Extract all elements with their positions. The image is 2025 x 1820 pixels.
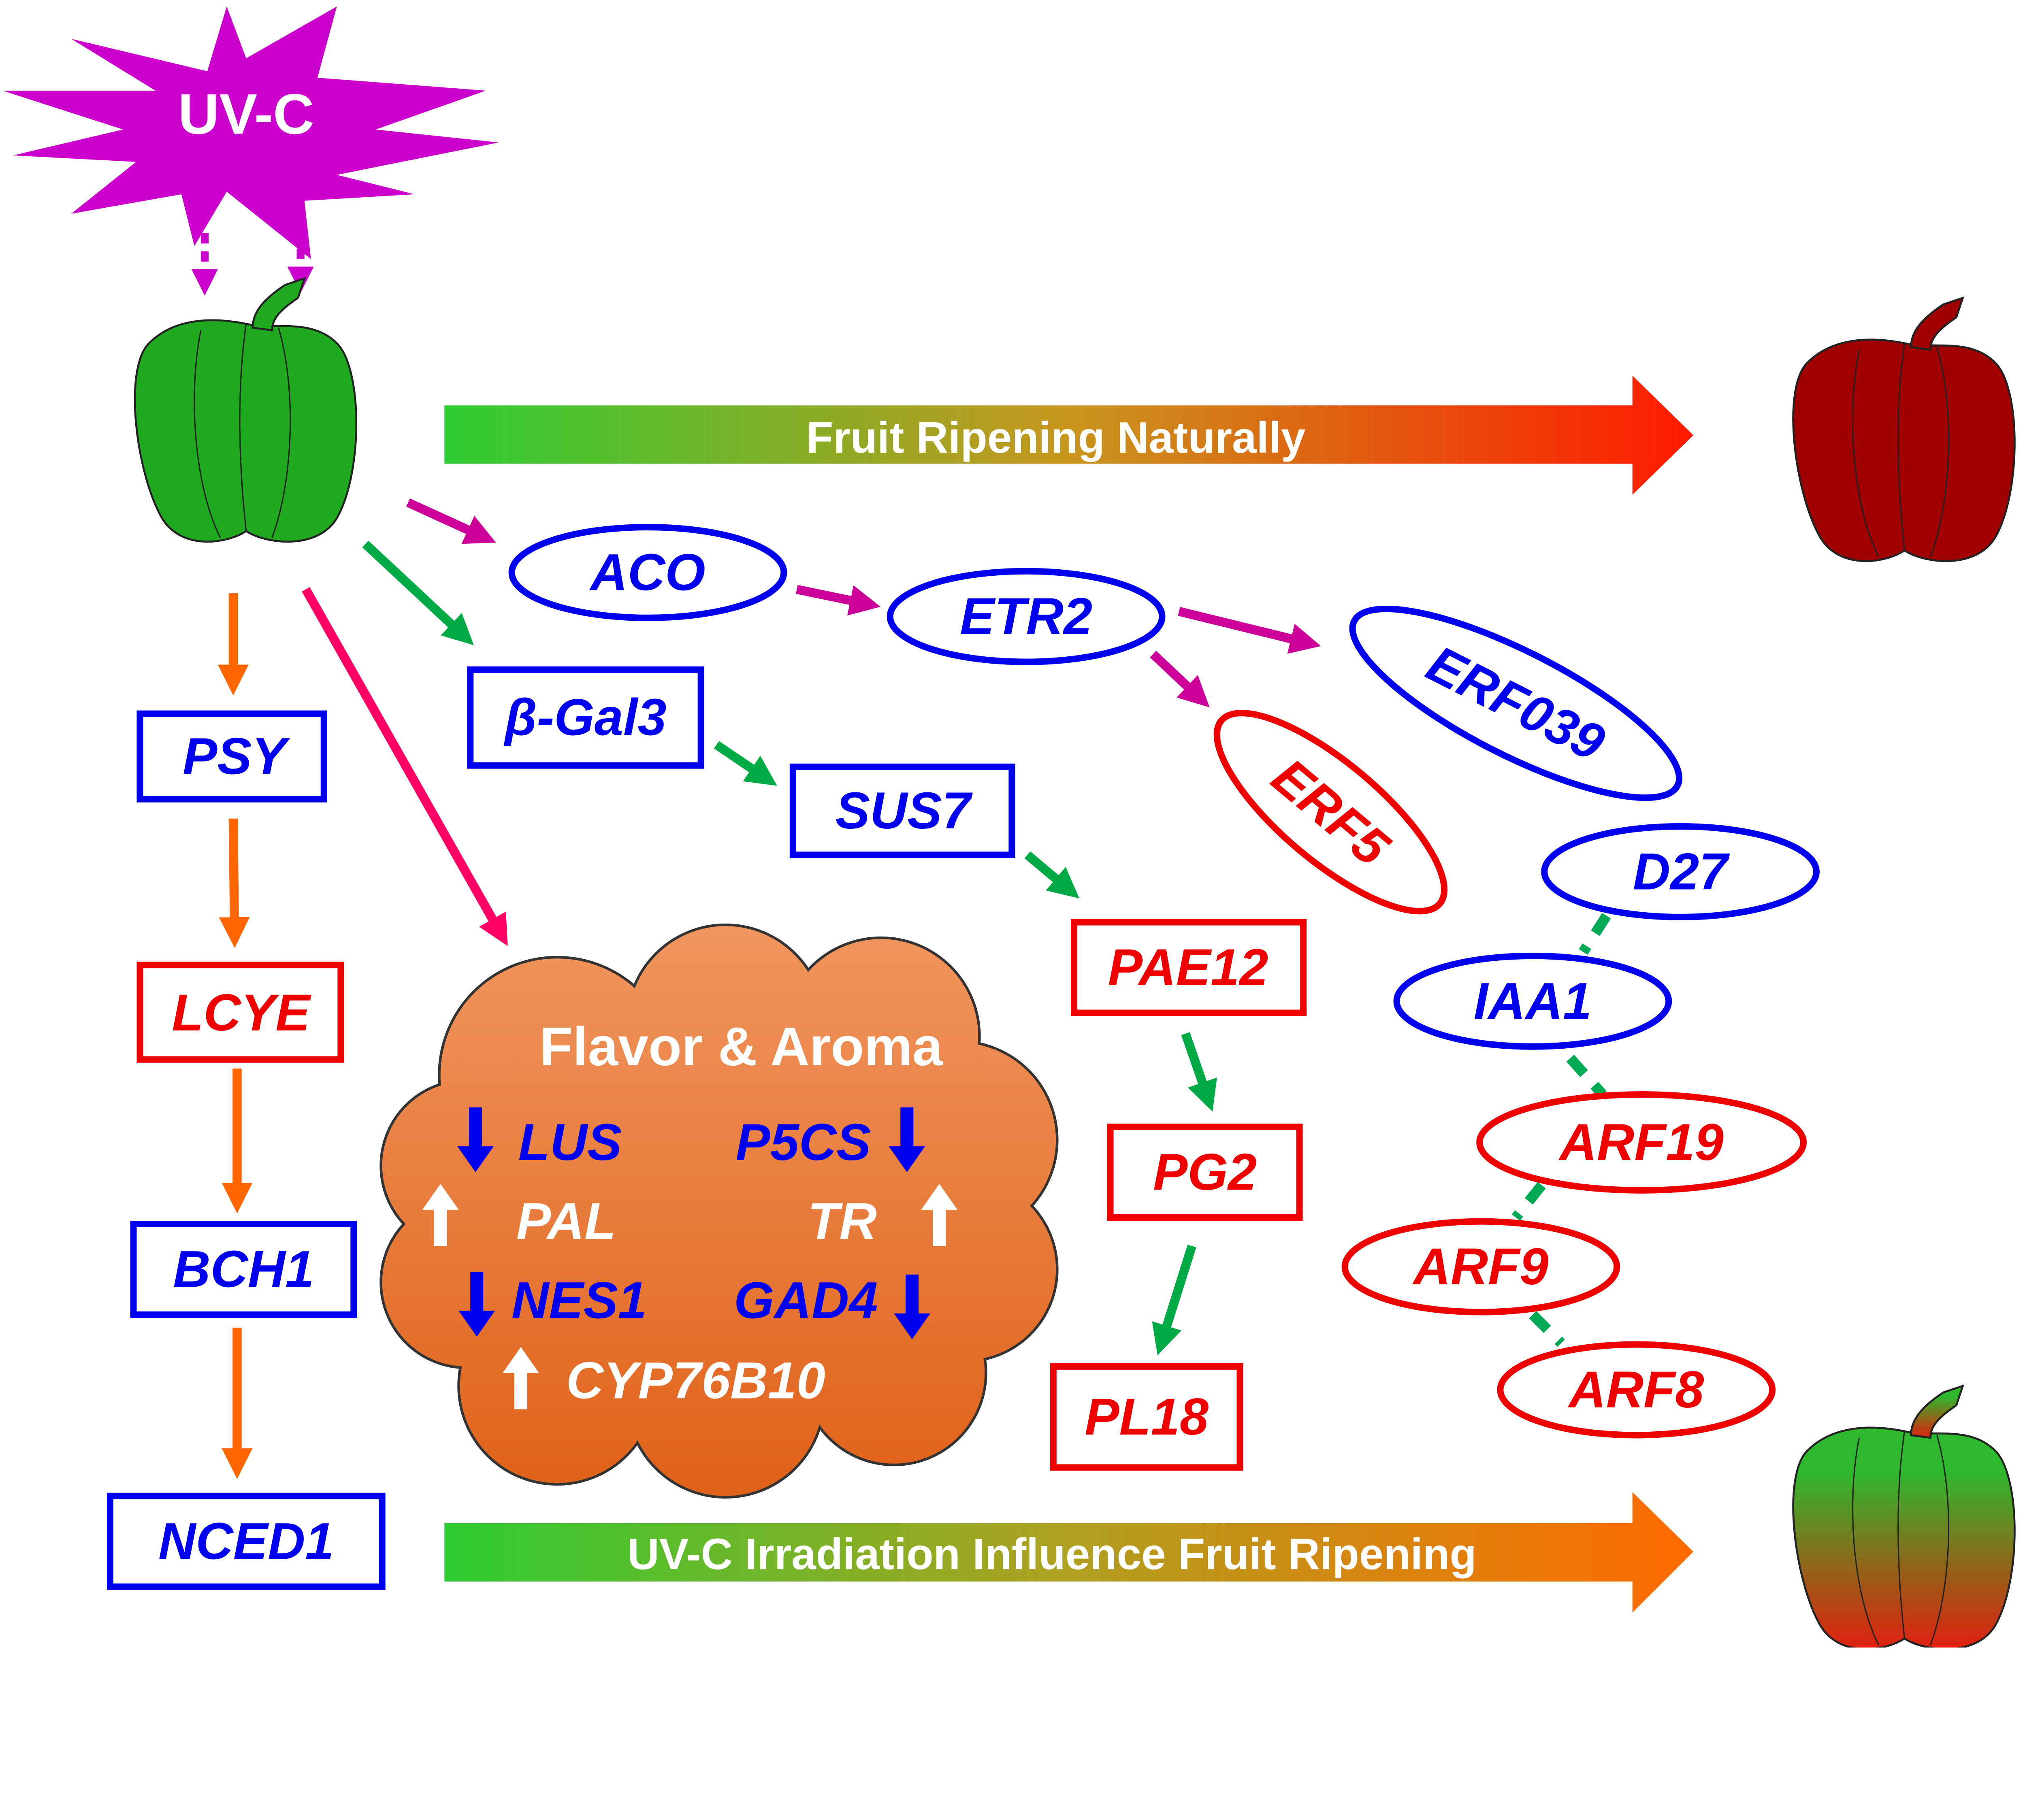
gene-erf5: ERF5: [1213, 710, 1448, 915]
gene-arf8: ARF8: [1497, 1341, 1776, 1439]
gene-arf19: ARF19: [1476, 1091, 1807, 1194]
gene-pl18: PL18: [1050, 1363, 1243, 1471]
svg-text:NCED1: NCED1: [158, 1512, 334, 1570]
gene-lcye: LCYE: [136, 962, 344, 1063]
cell-wall-arrows: [362, 541, 1217, 1356]
gene-pg2: PG2: [1107, 1124, 1303, 1221]
gene-lus: LUS: [518, 1113, 622, 1171]
svg-text:ARF9: ARF9: [1412, 1238, 1548, 1296]
gene-etr2: ETR2: [887, 568, 1166, 665]
gene-pal: PAL: [516, 1192, 616, 1250]
down-arrow-icon: [894, 1274, 930, 1339]
uvc-label: UV-C: [178, 82, 314, 146]
up-arrow-icon: [503, 1347, 539, 1409]
gene-psy: PSY: [136, 710, 327, 803]
svg-text:BCH1: BCH1: [173, 1240, 314, 1298]
svg-text:ARF8: ARF8: [1567, 1361, 1704, 1419]
gene-tr: TR: [808, 1192, 877, 1250]
up-arrow-icon: [422, 1184, 459, 1246]
flavor-arrow: [302, 587, 508, 946]
ethylene-arrows: [406, 498, 1321, 708]
up-arrow-icon: [921, 1184, 958, 1246]
uvc-ripening-label: UV-C Irradiation Influence Fruit Ripenin…: [627, 1530, 1477, 1579]
uvc-ripening-arrow: UV-C Irradiation Influence Fruit Ripenin…: [444, 1492, 1694, 1613]
gene-p5cs: P5CS: [735, 1113, 871, 1171]
gene-bgal3: β-Gal3: [467, 666, 704, 769]
svg-text:β-Gal3: β-Gal3: [503, 689, 666, 747]
gene-arf9: ARF9: [1341, 1218, 1620, 1316]
svg-text:PAE12: PAE12: [1108, 939, 1268, 996]
red-pepper-image: [1793, 298, 2015, 561]
natural-ripening-label: Fruit Ripening Naturally: [806, 413, 1306, 462]
gene-aco: ACO: [508, 524, 787, 621]
svg-text:ARF19: ARF19: [1558, 1113, 1723, 1171]
uvc-dashed-arrows: [191, 230, 314, 296]
down-arrow-icon: [889, 1107, 925, 1173]
gene-nes1: NES1: [512, 1271, 647, 1329]
svg-text:IAA1: IAA1: [1474, 972, 1592, 1030]
gene-pae12: PAE12: [1070, 919, 1307, 1016]
svg-text:PSY: PSY: [183, 728, 290, 785]
gene-gad4: GAD4: [734, 1271, 878, 1329]
svg-text:LCYE: LCYE: [172, 984, 311, 1042]
svg-text:PL18: PL18: [1085, 1388, 1209, 1446]
natural-ripening-arrow: Fruit Ripening Naturally: [444, 375, 1694, 495]
gene-bch1: BCH1: [130, 1221, 357, 1318]
svg-text:D27: D27: [1633, 843, 1731, 900]
gene-iaa1: IAA1: [1393, 952, 1672, 1050]
flavor-aroma-cloud: Flavor & Aroma LUS P5CS PAL TR NES1 GAD4…: [379, 923, 1059, 1499]
gene-nced1: NCED1: [107, 1492, 386, 1590]
svg-text:SUS7: SUS7: [836, 782, 973, 840]
down-arrow-icon: [458, 1272, 495, 1337]
svg-text:PG2: PG2: [1153, 1143, 1257, 1201]
gene-erf039: ERF039: [1349, 605, 1683, 801]
gene-sus7: SUS7: [789, 763, 1015, 858]
svg-text:ACO: ACO: [589, 543, 705, 601]
down-arrow-icon: [457, 1107, 494, 1173]
auxin-links: [1511, 913, 1611, 1347]
svg-text:ETR2: ETR2: [960, 588, 1092, 645]
partially-ripened-pepper-image: [1793, 1386, 2015, 1648]
uvc-pepper-ripening-diagram: UV-C Fruit Ripening Naturally UV-C Irrad…: [2, 6, 2025, 1648]
flavor-title: Flavor & Aroma: [539, 1016, 943, 1077]
uvc-starburst: UV-C: [2, 6, 499, 259]
gene-d27: D27: [1541, 823, 1820, 920]
gene-cyp76b10: CYP76B10: [566, 1352, 825, 1410]
carotenoid-arrows: [217, 593, 253, 1479]
green-pepper-image: [135, 279, 356, 542]
